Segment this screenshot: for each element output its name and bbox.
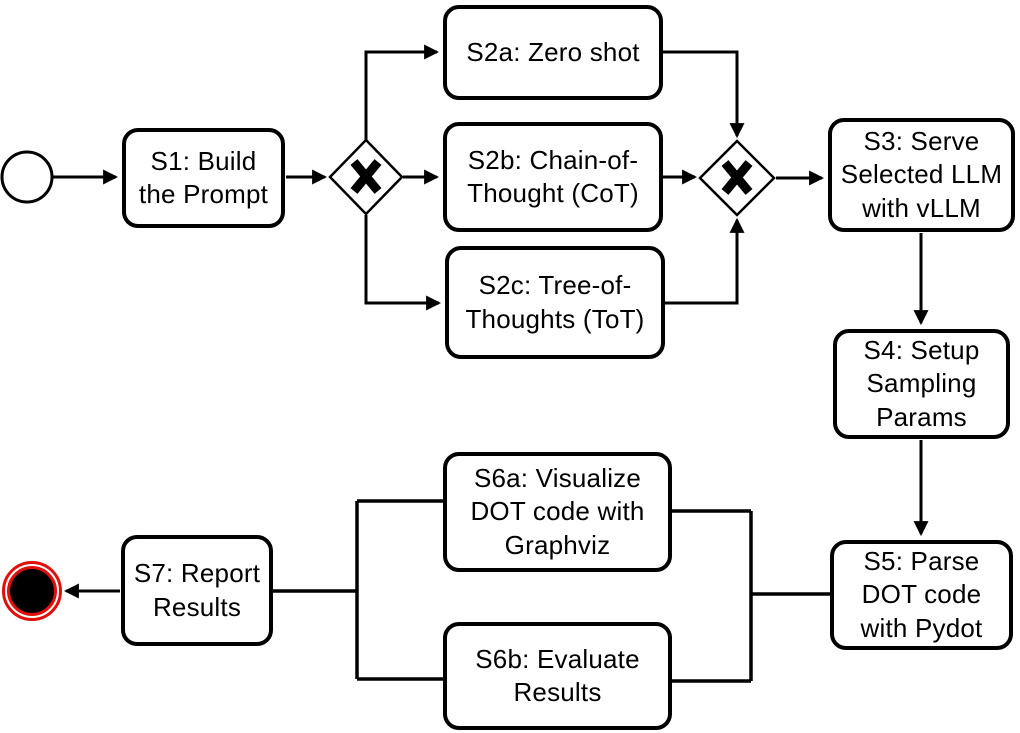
task-s5: S5: Parse DOT code with Pydot bbox=[830, 540, 1013, 650]
edge-s2a-gateway-merge bbox=[663, 50, 745, 139]
task-s4: S4: Setup Sampling Params bbox=[833, 329, 1010, 439]
task-s2b: S2b: Chain-of- Thought (CoT) bbox=[443, 122, 663, 232]
task-s6a-label: S6a: Visualize DOT code with Graphviz bbox=[470, 463, 645, 560]
gateway-split bbox=[328, 138, 404, 216]
gateway-merge bbox=[698, 139, 776, 217]
start-event bbox=[0, 150, 54, 204]
task-s1: S1: Build the Prompt bbox=[122, 128, 285, 228]
task-s3-label: S3: Serve Selected LLM with vLLM bbox=[840, 126, 1003, 223]
task-s6a: S6a: Visualize DOT code with Graphviz bbox=[443, 452, 672, 572]
edge-s5-fork bbox=[671, 509, 831, 683]
task-s2a-label: S2a: Zero shot bbox=[466, 36, 640, 67]
task-s2c: S2c: Tree-of- Thoughts (ToT) bbox=[445, 246, 665, 359]
task-s1-label: S1: Build the Prompt bbox=[138, 145, 269, 209]
edge-gateway-split-s2c bbox=[364, 215, 442, 311]
gateway-x-icon bbox=[721, 160, 753, 195]
edge-gateway-split-s2a bbox=[364, 44, 440, 140]
task-s2c-label: S2c: Tree-of- Thoughts (ToT) bbox=[465, 270, 645, 334]
task-s7-label: S7: Report Results bbox=[133, 558, 261, 622]
task-s2b-label: S2b: Chain-of- Thought (CoT) bbox=[467, 144, 639, 208]
gateway-x-icon bbox=[350, 159, 382, 194]
task-s3: S3: Serve Selected LLM with vLLM bbox=[828, 118, 1015, 232]
task-s2a: S2a: Zero shot bbox=[443, 5, 663, 100]
edge-s2c-gateway-merge bbox=[665, 217, 745, 305]
task-s7: S7: Report Results bbox=[121, 535, 273, 646]
task-s4-label: S4: Setup Sampling Params bbox=[863, 335, 980, 432]
end-event bbox=[2, 561, 62, 621]
task-s6b-label: S6b: Evaluate Results bbox=[475, 643, 640, 707]
task-s6b: S6b: Evaluate Results bbox=[443, 622, 672, 730]
edge-join-s7 bbox=[272, 499, 444, 681]
task-s5-label: S5: Parse DOT code with Pydot bbox=[860, 546, 983, 643]
